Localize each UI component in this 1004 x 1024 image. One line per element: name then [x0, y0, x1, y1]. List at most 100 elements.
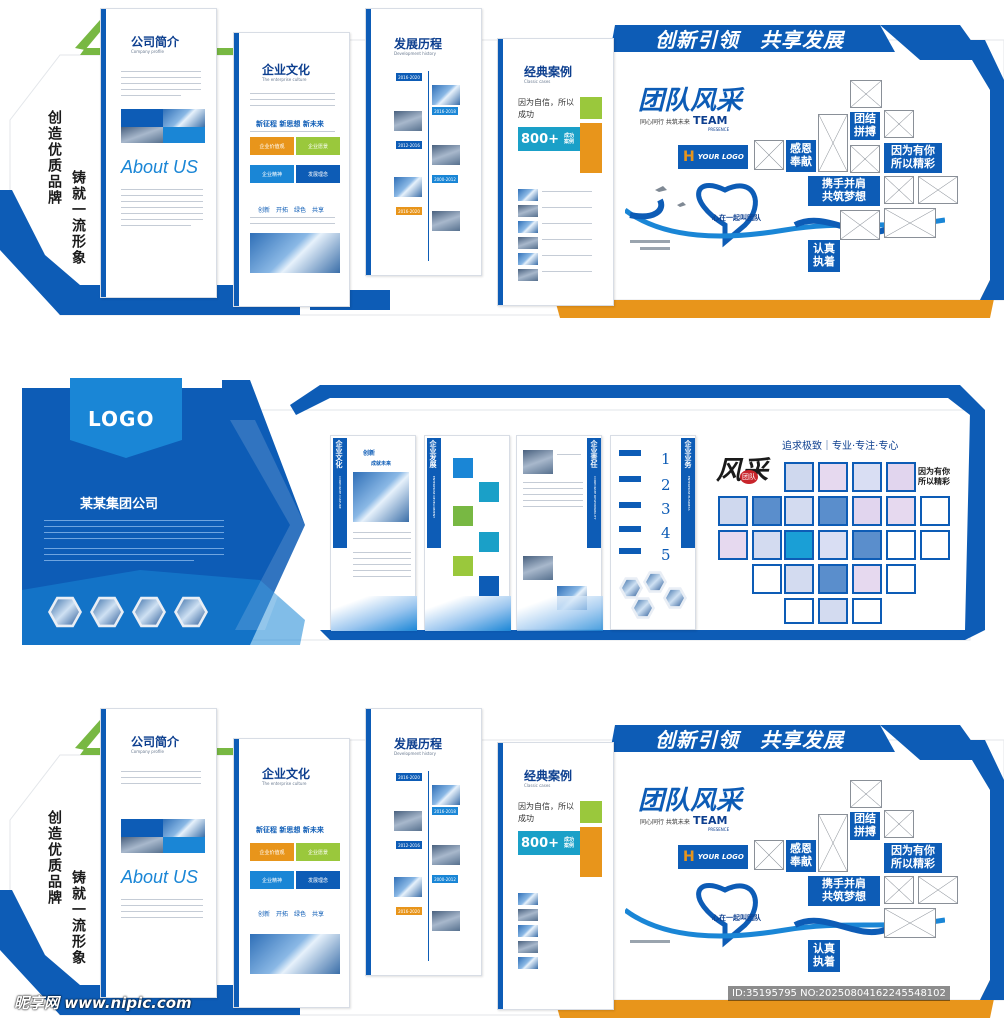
- bottom-history-year-2: 2016-2018: [432, 807, 458, 815]
- bottom-panel-about: 公司简介 Company profile About US: [100, 708, 217, 998]
- bottom-history-year-4: 2000-2012: [432, 875, 458, 883]
- culture-value-4: 发展理念: [296, 165, 340, 183]
- bottom-team-tagline: 同心同行 共筑未来: [640, 819, 690, 826]
- bottom-panel-history-title: 发展历程: [394, 737, 443, 751]
- business-number-3: 3: [661, 500, 671, 518]
- watermark-right: ID:35195795 NO:20250804162245548102: [728, 986, 950, 1001]
- bottom-wall: 创造优质品牌 铸就一流形象 创新引领 共享发展 公司简介 Company pro…: [0, 700, 1004, 1020]
- bottom-tag-because-you: 因为有你所以精彩: [884, 843, 942, 873]
- team-presence: PRESENCE: [708, 127, 730, 132]
- bottom-about-us-logo: About US: [121, 867, 199, 887]
- culture-value-2: 企业愿景: [296, 137, 340, 155]
- bottom-panel-about-subtitle: Company profile: [131, 749, 164, 754]
- cases-count-number: 800+: [521, 131, 560, 147]
- bottom-culture-slogan: 新征程 新思想 新未来: [256, 826, 324, 834]
- panel-culture-subtitle: The enterprise culture: [262, 77, 307, 82]
- bottom-panel-cases-title: 经典案例: [524, 769, 573, 783]
- bottom-history-year-5: 2016-2020: [396, 907, 422, 915]
- tag-hand-in-hand: 携手并肩共筑梦想: [808, 176, 880, 206]
- bottom-banner: 创新引领 共享发展: [655, 728, 844, 752]
- cases-quote: 因为自信，所以成功: [518, 98, 574, 119]
- bottom-team-title: 团队风采: [638, 786, 743, 816]
- history-year-3: 2012-2016: [396, 141, 422, 149]
- bottom-company-logo-badge: H YOUR LOGO: [678, 845, 748, 869]
- company-logo-badge: H YOUR LOGO: [678, 145, 748, 169]
- heart-text: 心在一起叫团队: [712, 214, 761, 222]
- panel-culture-title: 企业文化: [262, 63, 311, 77]
- column-responsibility-en: CORPORATE RESPONSIBILITY: [593, 476, 597, 520]
- column-business: 企业业务 ENTERPRISE BUSINESS 1 2 3 4 5: [610, 435, 696, 630]
- bottom-tag-unity: 团结拼搏: [850, 812, 880, 840]
- panel-history-subtitle: Development history: [394, 51, 436, 56]
- culture-value-3: 企业精神: [250, 165, 294, 183]
- middle-logo: LOGO: [88, 407, 155, 431]
- bottom-h-logo-icon: H: [683, 849, 695, 865]
- team-tagline: 同心同行 共筑未来: [640, 119, 690, 126]
- panel-cases-title: 经典案例: [524, 65, 573, 79]
- about-us-logo: About US: [121, 157, 199, 177]
- column-development-en: ENTERPRISE DEVELOPMENT: [432, 476, 436, 518]
- top-wall: 创造优质品牌 铸就一流形象 创新引领 共享发展 公司简介 Company pro…: [0, 0, 1004, 325]
- panel-history-title: 发展历程: [394, 37, 443, 51]
- bottom-history-year-1: 2016-2020: [396, 773, 422, 781]
- team-title: 团队风采: [638, 86, 743, 116]
- business-number-4: 4: [661, 524, 671, 542]
- middle-team-stamp: 团队: [740, 470, 758, 484]
- middle-wall: LOGO 某某集团公司 企业文化 CORPORATE CULTURE 创新 成就…: [0, 330, 1004, 660]
- culture-value-1: 企业价值观: [250, 137, 294, 155]
- cases-count: 800+ 成功案例: [518, 127, 580, 151]
- panel-about-title: 公司简介: [131, 35, 180, 49]
- column-responsibility: 企业责任 CORPORATE RESPONSIBILITY: [516, 435, 603, 631]
- history-year-2: 2016-2018: [432, 107, 458, 115]
- column-responsibility-title: 企业责任: [590, 440, 598, 468]
- bottom-tag-earnest: 认真执着: [808, 940, 840, 972]
- vertical-slogan-a: 创造优质品牌: [46, 110, 62, 206]
- panel-culture: 企业文化 The enterprise culture 新征程 新思想 新未来 …: [233, 32, 350, 307]
- panel-cases: 经典案例 Classic cases 因为自信，所以成功 800+ 成功案例: [497, 38, 614, 306]
- bottom-cases-count-number: 800+: [521, 835, 560, 851]
- culture-slogan: 新征程 新思想 新未来: [256, 120, 324, 128]
- tag-unity: 团结拼搏: [850, 112, 880, 140]
- column-culture-headline-b: 成就未来: [371, 461, 392, 467]
- column-business-title: 企业业务: [684, 440, 692, 468]
- bottom-culture-motto: 创新 开拓 绿色 共享: [258, 911, 325, 918]
- bottom-cases-count: 800+ 成功案例: [518, 831, 580, 855]
- bottom-vertical-slogan-a: 创造优质品牌: [46, 810, 62, 906]
- panel-cases-subtitle: Classic cases: [524, 79, 551, 84]
- bottom-team-en: TEAM: [693, 814, 728, 827]
- column-development: 企业发展 ENTERPRISE DEVELOPMENT: [424, 435, 511, 631]
- column-business-en: ENTERPRISE BUSINESS: [687, 476, 691, 511]
- column-culture: 企业文化 CORPORATE CULTURE 创新 成就未来: [330, 435, 417, 631]
- panel-history: 发展历程 Development history 2016-2020 2016-…: [365, 8, 482, 276]
- bottom-culture-value-4: 发展理念: [296, 871, 340, 889]
- middle-side-text: 因为有你所以精彩: [918, 467, 950, 487]
- watermark-left: 昵享网 www.nipic.com: [14, 994, 192, 1012]
- business-number-5: 5: [661, 546, 671, 564]
- bottom-panel-culture-subtitle: The enterprise culture: [262, 781, 307, 786]
- vertical-slogan-b: 铸就一流形象: [70, 170, 86, 266]
- bottom-panel-culture: 企业文化 The enterprise culture 新征程 新思想 新未来 …: [233, 738, 350, 1008]
- team-en: TEAM: [693, 114, 728, 127]
- history-year-1: 2016-2020: [396, 73, 422, 81]
- bottom-panel-history: 发展历程 Development history 2016-2020 2016-…: [365, 708, 482, 976]
- history-year-4: 2000-2012: [432, 175, 458, 183]
- bottom-panel-about-title: 公司简介: [131, 735, 180, 749]
- bottom-culture-value-3: 企业精神: [250, 871, 294, 889]
- business-number-1: 1: [661, 450, 671, 468]
- column-culture-headline-a: 创新: [363, 450, 376, 457]
- bottom-panel-cases: 经典案例 Classic cases 因为自信，所以成功 800+ 成功案例: [497, 742, 614, 1010]
- bottom-culture-value-1: 企业价值观: [250, 843, 294, 861]
- bottom-panel-cases-subtitle: Classic cases: [524, 783, 551, 788]
- bottom-cases-quote: 因为自信，所以成功: [518, 802, 574, 823]
- bottom-cases-count-label: 成功案例: [564, 837, 575, 849]
- heart-photo-grid: [718, 458, 958, 624]
- tag-gratitude: 感恩奉献: [786, 140, 816, 172]
- bottom-panel-culture-title: 企业文化: [262, 767, 311, 781]
- bottom-heart-text: 心在一起叫团队: [712, 914, 761, 922]
- history-year-5: 2016-2020: [396, 207, 422, 215]
- bottom-tag-hand-in-hand: 携手并肩共筑梦想: [808, 876, 880, 906]
- top-banner: 创新引领 共享发展: [655, 28, 844, 52]
- middle-slogan: 追求极致｜专业·专注·专心: [782, 441, 899, 452]
- cases-count-label: 成功案例: [564, 133, 575, 145]
- panel-about-subtitle: Company profile: [131, 49, 164, 54]
